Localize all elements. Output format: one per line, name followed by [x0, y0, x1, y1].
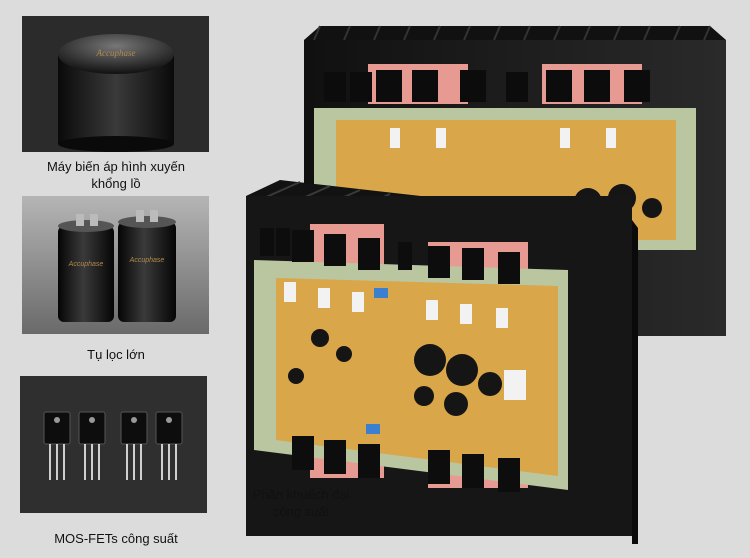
- amplifier-caption: Phần khuếch đại công suất: [246, 486, 356, 520]
- amplifier-caption-line1: Phần khuếch đại: [252, 487, 350, 502]
- transformer-photo: Accuphase: [22, 16, 209, 152]
- capacitor-caption: Tụ lọc lớn: [14, 346, 218, 363]
- capacitors-photo: Accuphase Accuphase: [22, 196, 209, 334]
- mosfet-caption-text: MOS-FETs công suất: [54, 531, 178, 546]
- transformer-caption-line2: khổng lồ: [91, 176, 141, 191]
- mosfets-photo: [20, 376, 207, 513]
- transformer-caption-line1: Máy biến áp hình xuyến: [46, 159, 186, 174]
- svg-text:Accuphase: Accuphase: [68, 261, 104, 268]
- amplifier-caption-line2: công suất: [272, 504, 330, 519]
- capacitor-caption-text: Tụ lọc lớn: [87, 347, 145, 362]
- amplifier-photo: [246, 25, 726, 544]
- capacitor-icon: Accuphase Accuphase: [22, 196, 209, 334]
- mosfet-icon: [20, 376, 207, 513]
- transformer-icon: Accuphase: [22, 16, 209, 152]
- front-amplifier-module: [246, 180, 638, 544]
- transformer-caption: Máy biến áp hình xuyến khổng lồ: [14, 158, 218, 192]
- mosfet-caption: MOS-FETs công suất: [14, 530, 218, 547]
- svg-text:Accuphase: Accuphase: [129, 257, 165, 264]
- svg-text:Accuphase: Accuphase: [96, 48, 136, 58]
